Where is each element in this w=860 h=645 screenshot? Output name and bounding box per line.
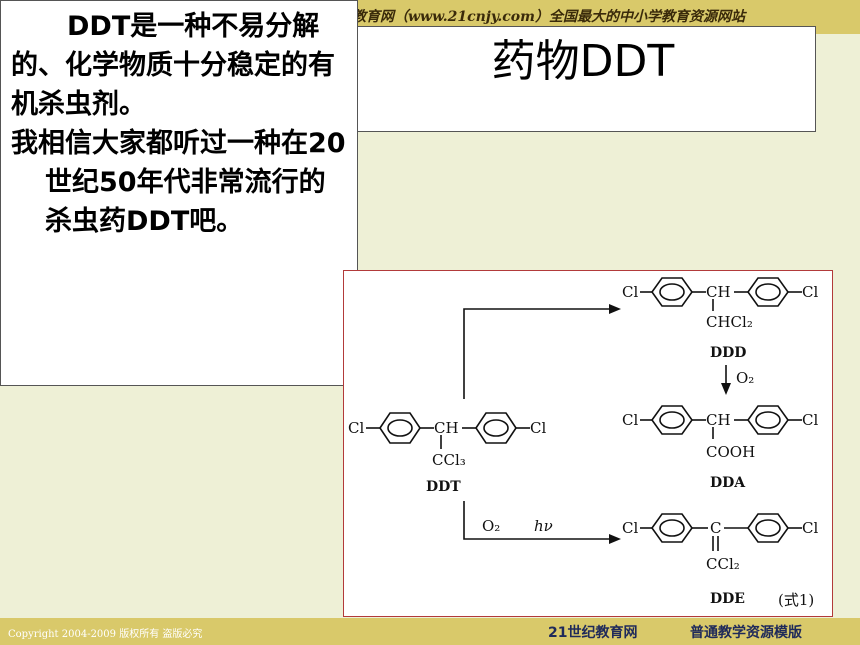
ddt-cl-left: Cl [348,419,364,437]
ddt-label: DDT [426,479,461,495]
svg-text:Cl: Cl [622,519,638,537]
ddt-ccl3: CCl₃ [432,451,466,469]
dda-cooh: COOH [706,443,755,461]
paragraph-1: DDT是一种不易分解的、化学物质十分稳定的有机杀虫剂。 [11,11,335,120]
paragraph-2: 我相信大家都听过一种在20世纪50年代非常流行的杀虫药DDT吧。 [11,128,346,237]
chemical-reaction-diagram: Cl CH Cl CCl₃ DDT O₂ hν Cl [343,270,833,617]
svg-text:C: C [710,519,721,537]
title-box: 药物DDT [350,26,816,132]
svg-text:Cl: Cl [622,283,638,301]
equation-label: (式1) [778,591,814,609]
ddd-structure: Cl CH Cl CHCl₂ DDD [622,277,818,361]
dde-label: DDE [710,591,745,607]
svg-text:Cl: Cl [622,411,638,429]
bottom-band [0,618,860,645]
o2-bottom-label: O₂ [482,517,500,535]
arrow-head-ddd [609,304,621,314]
svg-text:Cl: Cl [802,519,818,537]
header-banner: 教育网（www.21cnjy.com）全国最大的中小学教育资源网站 [352,9,745,25]
svg-text:CH: CH [706,283,731,301]
o2-arrow-label: O₂ [736,369,754,387]
ddt-cl-right: Cl [530,419,546,437]
dde-ccl2: CCl₂ [706,555,740,573]
reaction-svg: Cl CH Cl CCl₃ DDT O₂ hν Cl [348,277,818,609]
arrow-to-dde [463,501,609,540]
footer-template-name: 普通教学资源模版 [690,625,802,641]
hv-label: hν [534,517,553,535]
slide-title: 药物DDT [491,36,675,87]
arrow-to-ddd [463,308,609,399]
svg-text:Cl: Cl [802,283,818,301]
svg-text:Cl: Cl [802,411,818,429]
svg-text:CH: CH [706,411,731,429]
ddt-ch: CH [434,419,459,437]
dda-structure: Cl CH Cl COOH DDA [622,405,818,491]
dde-structure: Cl C Cl CCl₂ DDE [622,513,818,607]
footer-site-name: 21世纪教育网 [548,625,638,641]
arrow-head-dde [609,534,621,544]
dda-label: DDA [710,475,746,491]
ddt-structure: Cl CH Cl CCl₃ DDT [348,412,546,495]
text-box: DDT是一种不易分解的、化学物质十分稳定的有机杀虫剂。 我相信大家都听过一种在2… [0,0,358,386]
ddd-chcl2: CHCl₂ [706,313,753,331]
ddd-label: DDD [710,345,746,361]
copyright-text: Copyright 2004-2009 版权所有 盗版必究 [8,629,203,640]
